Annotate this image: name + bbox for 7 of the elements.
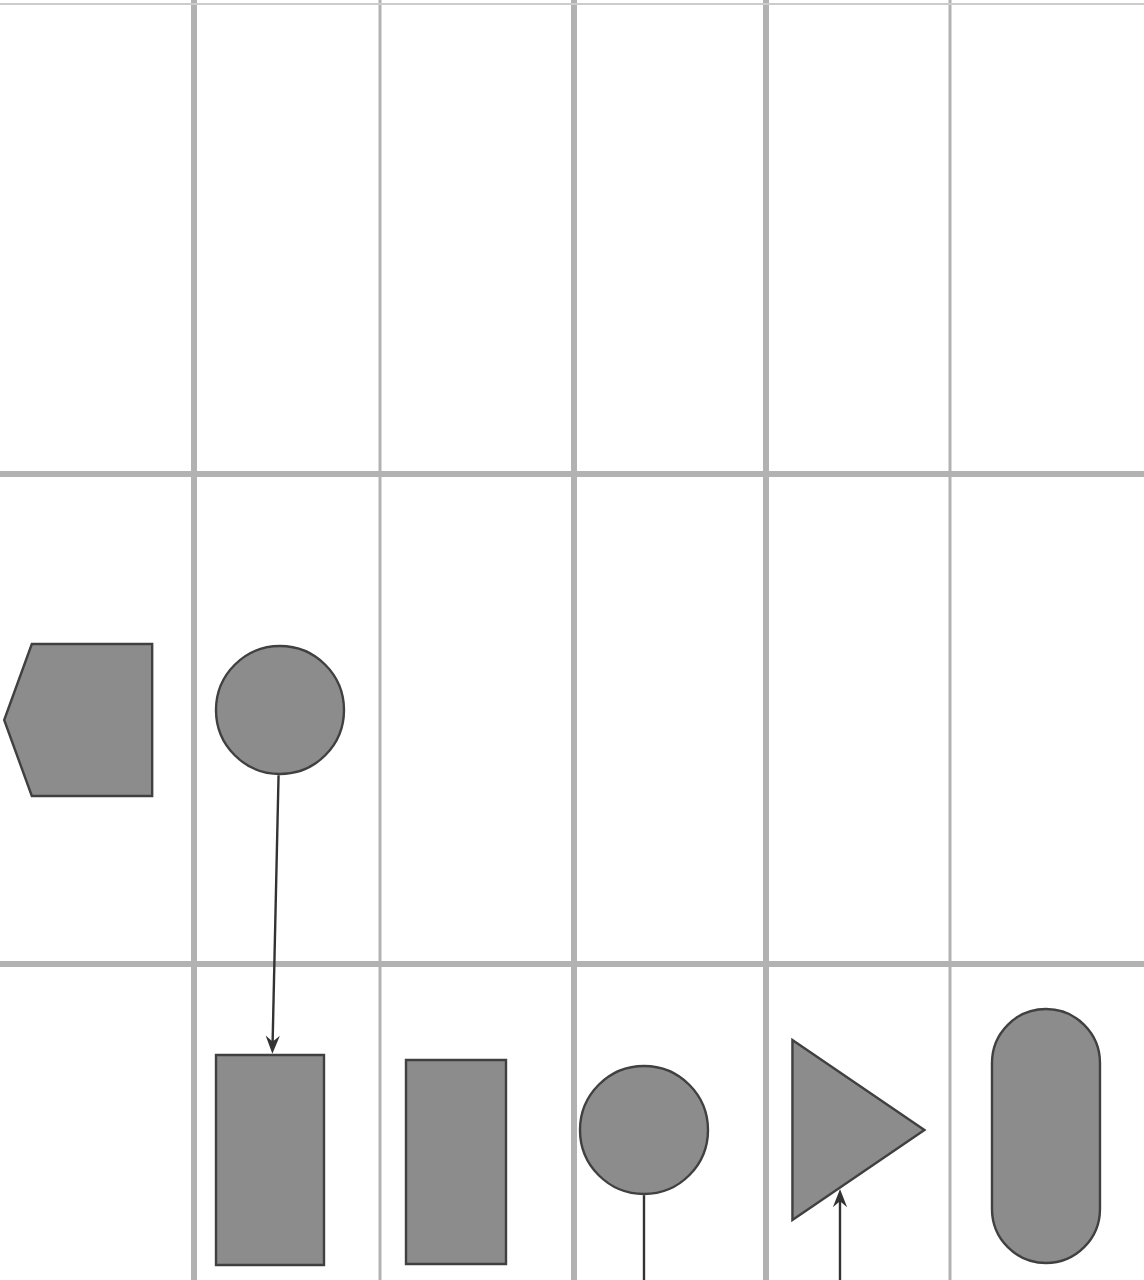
line: [642, 1195, 646, 1280]
circle-shape: [214, 644, 346, 776]
pentagon-shape: [2, 642, 154, 798]
rounded-shape: [990, 1007, 1102, 1265]
rectangle-shape: [404, 1058, 508, 1266]
rectangle-shape: [214, 1053, 326, 1267]
circle-shape: [578, 1064, 710, 1196]
